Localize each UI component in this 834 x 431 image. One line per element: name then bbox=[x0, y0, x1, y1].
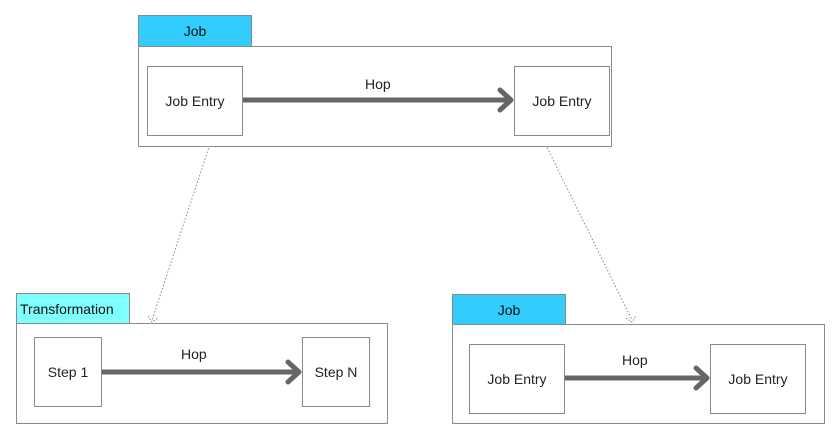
top-job-hop-arrow[interactable] bbox=[243, 87, 514, 113]
dotted-link-top-job-to-transformation bbox=[151, 134, 214, 321]
transformation-step-1[interactable]: Step 1 bbox=[34, 337, 102, 407]
bottom-job-right-entry[interactable]: Job Entry bbox=[710, 344, 806, 414]
transformation-step-1-label: Step 1 bbox=[47, 364, 89, 380]
transformation-tab-label: Transformation bbox=[20, 300, 114, 317]
bottom-job-hop-arrow[interactable] bbox=[565, 365, 710, 391]
transformation-step-n-label: Step N bbox=[314, 364, 358, 380]
top-job-left-entry[interactable]: Job Entry bbox=[147, 66, 243, 136]
bottom-job-tab: Job bbox=[452, 294, 566, 325]
transformation-hop-label: Hop bbox=[181, 346, 207, 362]
top-job-right-entry[interactable]: Job Entry bbox=[514, 66, 610, 136]
bottom-job-tab-label: Job bbox=[497, 301, 521, 318]
bottom-job-right-entry-label: Job Entry bbox=[728, 371, 788, 387]
dotted-link-top-job-to-bottom-job bbox=[540, 134, 633, 321]
bottom-job-left-entry[interactable]: Job Entry bbox=[469, 344, 565, 414]
dotted-link-arrowhead-transformation bbox=[147, 315, 159, 323]
transformation-step-n[interactable]: Step N bbox=[302, 337, 370, 407]
top-job-right-entry-label: Job Entry bbox=[532, 93, 592, 109]
transformation-hop-arrow[interactable] bbox=[102, 359, 302, 385]
top-job-hop-label: Hop bbox=[365, 76, 391, 92]
bottom-job-hop-label: Hop bbox=[622, 352, 648, 368]
bottom-job-left-entry-label: Job Entry bbox=[487, 371, 547, 387]
top-job-left-entry-label: Job Entry bbox=[165, 93, 225, 109]
top-job-tab-label: Job bbox=[183, 23, 207, 39]
dotted-link-arrowhead-bottom-job bbox=[625, 315, 637, 323]
